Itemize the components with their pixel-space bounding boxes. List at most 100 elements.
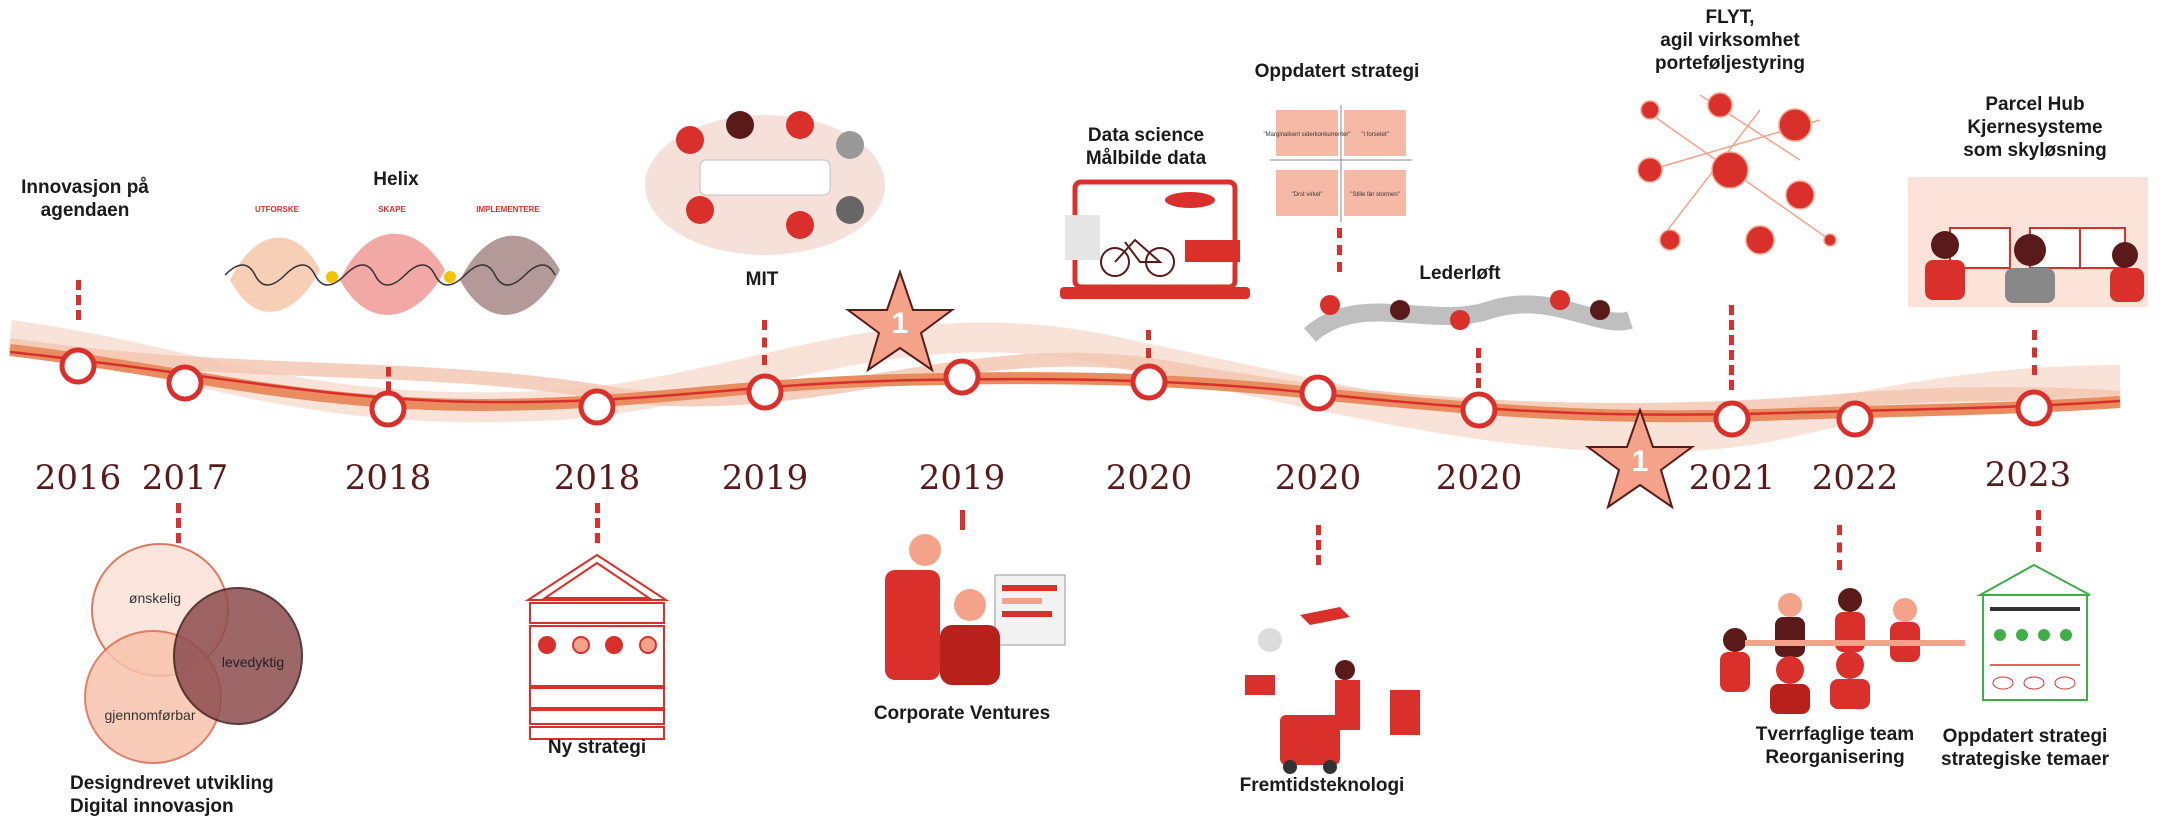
helix-step-skape: SKAPE: [378, 205, 406, 214]
label-designdrevet-line1: Designdrevet utvikling: [70, 773, 274, 794]
milestone-2019a: [746, 373, 784, 411]
label-tverrfaglige-line1: Tverrfaglige team: [1755, 724, 1915, 745]
milestone-2020a: [1130, 363, 1168, 401]
star-label: 1: [1632, 445, 1649, 478]
connector-tverrfaglige: [1837, 525, 1847, 570]
connector-oppdatert2: [2036, 510, 2046, 552]
year-2019b: 2019: [918, 458, 1006, 498]
milestone-2018b: [578, 388, 616, 426]
label-parcel-line2: Kjernesysteme: [1967, 117, 2103, 138]
label-oppdatert2: Oppdatert strategi strategiske temaer: [1925, 725, 2125, 771]
matrix-cell-2: "I forsetet": [1361, 132, 1389, 138]
label-oppdatert2-line1: Oppdatert strategi: [1942, 726, 2108, 747]
year-2020a: 2020: [1105, 458, 1193, 498]
label-parcel-line3: som skyløsning: [1963, 140, 2107, 161]
label-parcel: Parcel Hub Kjernesysteme som skyløsning: [1945, 93, 2125, 162]
corporate-illustration: [885, 534, 1066, 685]
connector-lederloft: [1476, 348, 1486, 388]
label-tverrfaglige-line2: Reorganisering: [1765, 747, 1905, 768]
label-innovasjon: Innovasjon på agendaen: [15, 176, 155, 222]
matrix-cell-1: "Marginalisert siderkonkurrenter": [1264, 132, 1351, 138]
venn-label-levedyktig: levedyktig: [222, 654, 284, 670]
laptop-illustration: [1060, 179, 1250, 299]
year-2021: 2021: [1688, 458, 1776, 498]
matrix-chart: "Marginalisert siderkonkurrenter" "I for…: [1264, 105, 1412, 222]
label-datascience-line1: Data science: [1087, 125, 1205, 146]
year-2018a: 2018: [344, 458, 432, 498]
strategy-house-illustration: [1976, 563, 2091, 701]
bicycle-icon: [1100, 238, 1175, 277]
network-illustration: [1637, 92, 1837, 255]
milestone-2023: [2015, 389, 2053, 427]
label-flyt-line1: FLYT,: [1705, 7, 1755, 28]
connector-helix: [386, 367, 396, 391]
label-tverrfaglige: Tverrfaglige team Reorganisering: [1735, 723, 1935, 769]
milestone-2020c: [1460, 391, 1498, 429]
milestone-dots: [59, 347, 2053, 438]
label-corporate: Corporate Ventures: [873, 703, 1051, 724]
label-fremtid: Fremtidsteknologi: [1239, 775, 1405, 796]
year-2020c: 2020: [1435, 458, 1523, 498]
connector-mit: [762, 320, 772, 365]
helix-step-utforske: UTFORSKE: [255, 205, 300, 214]
year-2022: 2022: [1811, 458, 1899, 498]
timeline-ribbon-light: [8, 320, 2121, 453]
connector-oppdatert: [1337, 228, 1347, 272]
helix-illustration: UTFORSKE SKAPE IMPLEMENTERE: [224, 205, 560, 315]
future-tech-illustration: [1245, 607, 1420, 774]
label-helix: Helix: [373, 169, 419, 190]
matrix-cell-4: "Stille før stormen": [1350, 192, 1400, 198]
connector-parcel: [2032, 330, 2042, 375]
milestone-2019b: [943, 358, 981, 396]
team-illustration: [1720, 588, 1965, 714]
label-flyt: FLYT, agil virksomhet porteføljestyring: [1640, 6, 1820, 75]
year-2023: 2023: [1984, 455, 2072, 495]
venn-label-gjennomforbar: gjennomførbar: [104, 707, 195, 723]
milestone-2022: [1836, 400, 1874, 438]
connector-datascience: [1146, 330, 1156, 358]
label-oppdatert-strategi: Oppdatert strategi: [1254, 61, 1420, 82]
connector-nystrategi: [595, 503, 605, 543]
year-2017: 2017: [141, 458, 229, 498]
connector-corporate: [960, 510, 970, 530]
label-datascience-line2: Målbilde data: [1085, 148, 1207, 169]
label-lederloft: Lederløft: [1419, 263, 1501, 284]
label-designdrevet-line2: Digital innovasjon: [70, 796, 234, 817]
connector-2017: [176, 503, 186, 543]
label-datascience: Data science Målbilde data: [1066, 124, 1226, 170]
venn-label-onskelig: ønskelig: [129, 590, 181, 606]
milestone-2018a: [369, 390, 407, 428]
star-icon-2: 1: [1584, 406, 1696, 510]
workspace-illustration: [1908, 177, 2148, 307]
label-designdrevet: Designdrevet utvikling Digital innovasjo…: [70, 772, 274, 818]
year-2018b: 2018: [553, 458, 641, 498]
label-mit: MIT: [745, 269, 779, 290]
label-innovasjon-line1: Innovasjon på: [21, 177, 149, 198]
label-flyt-line2: agil virksomhet: [1660, 30, 1800, 51]
year-2019a: 2019: [721, 458, 809, 498]
label-flyt-line3: porteføljestyring: [1655, 53, 1805, 74]
helix-step-implementere: IMPLEMENTERE: [476, 205, 540, 214]
mit-illustration: [645, 111, 885, 255]
star-icon: 1: [844, 268, 956, 373]
milestone-2021: [1713, 400, 1751, 438]
lederloft-illustration: [1303, 290, 1633, 342]
milestone-2016: [59, 347, 97, 385]
connector-fremtid: [1316, 525, 1326, 565]
connector-flyt: [1729, 305, 1739, 390]
label-innovasjon-line2: agendaen: [40, 200, 130, 221]
matrix-cell-3: "Drst virkel": [1292, 192, 1323, 198]
label-parcel-line1: Parcel Hub: [1985, 94, 2085, 115]
label-nystrategi: Ny strategi: [547, 737, 647, 758]
star-label: 1: [892, 307, 909, 340]
connector-2016: [76, 280, 86, 320]
timeline-ribbon-light-2: [8, 338, 2121, 417]
label-oppdatert2-line2: strategiske temaer: [1941, 749, 2109, 770]
year-2020b: 2020: [1274, 458, 1362, 498]
milestone-2017: [166, 364, 204, 402]
venn-diagram: ønskelig levedyktig gjennomførbar: [84, 543, 303, 764]
house-icon: [524, 553, 670, 740]
milestone-2020b: [1299, 374, 1337, 412]
year-2016: 2016: [34, 458, 122, 498]
